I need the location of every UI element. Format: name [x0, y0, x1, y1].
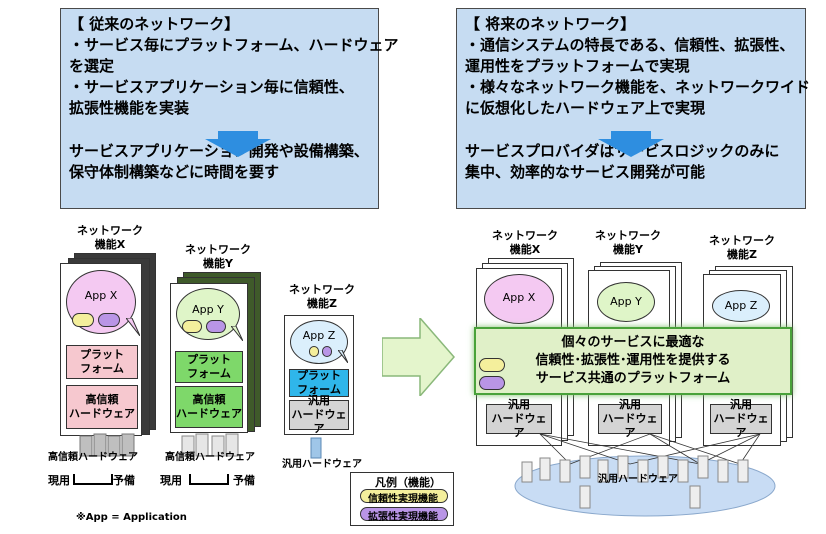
- legacy-x-server-label: 高信頼ハードウェア: [48, 452, 138, 463]
- future-y-hardware: 汎用ハードウェア: [598, 398, 662, 439]
- future-box-line-2: 運用性をプラットフォームで実現: [465, 57, 690, 75]
- future-box-line-3: ・様々なネットワーク機能を、ネットワークワイド: [465, 78, 811, 96]
- future-box-line-1: ・通信システムの特長である、信頼性、拡張性、: [465, 36, 795, 54]
- legacy-z-server-label: 汎用ハードウェア: [282, 459, 362, 470]
- legend-title: 凡例（機能）: [375, 476, 441, 489]
- legend-reliability-pill: [360, 489, 448, 503]
- legacy-z-scalability-pill: [322, 346, 332, 357]
- footnote: ※App = Application: [76, 512, 187, 523]
- legacy-y-redundancy-bracket: [189, 474, 229, 485]
- legacy-y-server-icons: [181, 433, 239, 457]
- legacy-y-server-label: 高信頼ハードウェア: [165, 452, 255, 463]
- legacy-x-active-label: 現用: [48, 474, 70, 487]
- legacy-y-active-label: 現用: [160, 474, 182, 487]
- future-server-label: 汎用ハードウェア: [598, 474, 678, 485]
- legacy-network-box: 【 従来のネットワーク】 ・サービス毎にプラットフォーム、ハードウェア を選定 …: [60, 8, 399, 209]
- legacy-box-header: 【 従来のネットワーク】: [69, 15, 240, 33]
- legacy-z-hardware: 汎用ハードウェア: [289, 394, 349, 435]
- legacy-x-platform: プラットフォーム: [66, 345, 138, 379]
- legend-scalability-label: 拡張性実現機能: [368, 512, 438, 523]
- future-x-app-label: App X: [502, 291, 536, 304]
- future-box-header: 【 将来のネットワーク】: [465, 15, 636, 33]
- legacy-x-redundancy-bracket: [73, 474, 113, 485]
- legacy-x-server-icons: [79, 433, 135, 457]
- legacy-x-bubble-tail: [126, 318, 140, 336]
- future-network-box: 【 将来のネットワーク】 ・通信システムの特長である、信頼性、拡張性、 運用性を…: [456, 8, 811, 209]
- legacy-x-scalability-pill: [98, 313, 120, 327]
- future-box-line-4: に仮想化したハードウェア上で実現: [465, 99, 706, 117]
- future-func-z-label: ネットワーク機能Z: [709, 234, 775, 261]
- legacy-y-platform: プラットフォーム: [175, 351, 243, 383]
- legend-scalability-pill: [360, 507, 448, 521]
- legacy-y-bubble-tail: [231, 326, 243, 341]
- platform-scalability-pill: [479, 376, 505, 390]
- legacy-box-line-1: ・サービス毎にプラットフォーム、ハードウェア: [69, 36, 399, 54]
- legacy-func-x-label: ネットワーク機能X: [77, 224, 143, 251]
- legacy-z-server-icon: [310, 437, 322, 459]
- future-func-y-label: ネットワーク機能Y: [595, 229, 661, 256]
- future-x-hardware: 汎用ハードウェア: [486, 398, 552, 439]
- legacy-box-line-2: を選定: [69, 57, 115, 75]
- legacy-func-y-label: ネットワーク機能Y: [185, 243, 251, 270]
- legacy-x-reliability-pill: [72, 313, 94, 327]
- future-y-app-label: App Y: [610, 295, 642, 308]
- shared-platform: 個々のサービスに最適な 信頼性･拡張性･運用性を提供する サービス共通のプラット…: [474, 327, 792, 395]
- future-z-app-label: App Z: [724, 299, 758, 312]
- legacy-y-reliability-pill: [182, 320, 202, 333]
- legacy-z-app-label: App Z: [302, 329, 336, 342]
- future-down-arrow: [598, 131, 664, 157]
- legacy-y-hardware: 高信頼ハードウェア: [175, 386, 243, 428]
- legacy-z-platform: プラットフォーム: [289, 369, 349, 397]
- virtualized-hardware-pool: [514, 434, 776, 517]
- platform-reliability-pill: [479, 358, 505, 372]
- legend-reliability-label: 信頼性実現機能: [368, 494, 438, 505]
- legacy-y-app-label: App Y: [192, 303, 224, 316]
- legacy-y-scalability-pill: [206, 320, 226, 333]
- platform-line-2: 信頼性･拡張性･運用性を提供する: [535, 353, 731, 368]
- legacy-box-result-1: サービスアプリケーション開発や設備構築、: [69, 142, 369, 160]
- future-box-result-2: 集中、効率的なサービス開発が可能: [465, 163, 706, 181]
- legacy-x-standby-label: 予備: [113, 474, 135, 487]
- legacy-x-app-label: App X: [84, 289, 118, 302]
- legacy-box-line-4: 拡張性機能を実装: [69, 99, 190, 117]
- future-z-app-bubble: [712, 290, 770, 322]
- legacy-x-hardware: 高信頼ハードウェア: [66, 385, 138, 429]
- legacy-z-reliability-pill: [309, 346, 319, 357]
- legacy-y-standby-label: 予備: [233, 474, 255, 487]
- future-z-hardware: 汎用ハードウェア: [710, 398, 772, 439]
- legacy-box-result-2: 保守体制構築などに時間を要す: [69, 163, 280, 181]
- future-y-app-bubble: [597, 282, 655, 322]
- legacy-func-z-label: ネットワーク機能Z: [289, 283, 355, 310]
- future-func-x-label: ネットワーク機能X: [492, 229, 558, 256]
- legacy-down-arrow: [205, 131, 271, 157]
- legacy-z-app-bubble: [290, 320, 348, 364]
- future-x-app-bubble: [484, 274, 554, 324]
- platform-line-3: サービス共通のプラットフォーム: [535, 371, 731, 386]
- transition-arrow: [382, 318, 455, 396]
- legacy-z-bubble-tail: [338, 350, 348, 363]
- legacy-box-line-3: ・サービスアプリケーション毎に信頼性、: [69, 78, 354, 96]
- platform-line-1: 個々のサービスに最適な: [561, 335, 705, 350]
